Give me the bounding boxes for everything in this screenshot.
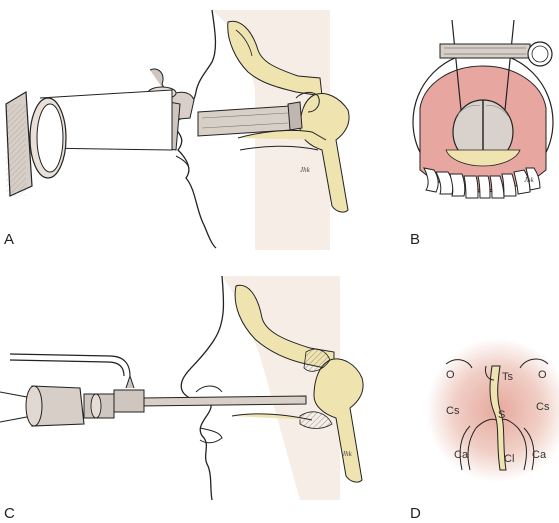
panel-c-endoscope-shaft (139, 395, 307, 407)
panel-d-label-right-cs: Cs (536, 401, 550, 413)
panel-c-sphenoid-bone (313, 358, 364, 483)
panel-a-sinus-bone (227, 20, 323, 97)
panel-d-label-right-ca: Ca (532, 449, 547, 461)
panel-b-screw-knob (527, 41, 553, 67)
panel-c-signature: Jhk (342, 450, 353, 458)
panel-b-signature: Jhk (524, 176, 535, 184)
panel-c-light-cable (9, 353, 131, 377)
panel-d-septum (489, 365, 507, 471)
panel-a-light-path (39, 89, 173, 151)
panel-d: O O Ts Cs Cs S Ca Ca Cl (426, 338, 559, 482)
panel-d-label-left-ca: Ca (454, 449, 469, 461)
panel-label-a: A (4, 231, 14, 248)
panel-d-label-ts: Ts (502, 371, 514, 383)
panel-c-palate (231, 413, 313, 421)
panel-a-face-profile (170, 9, 217, 249)
panel-a: Jhk (5, 9, 350, 250)
panel-b-retractor-bar (439, 43, 531, 59)
panel-d-label-right-o: O (538, 369, 547, 381)
panel-label-c: C (4, 505, 15, 522)
panel-c: Jhk (0, 275, 364, 501)
panel-d-label-left-o: O (446, 369, 455, 381)
panel-a-signature: Jhk (300, 166, 311, 174)
panel-d-label-cl: Cl (504, 453, 514, 465)
panel-label-b: B (410, 231, 420, 248)
panel-d-label-s: S (498, 409, 505, 421)
panel-b-teeth (423, 167, 541, 199)
panel-d-label-left-cs: Cs (446, 405, 460, 417)
panel-label-d: D (410, 505, 421, 522)
panel-b: Jhk (412, 19, 554, 199)
